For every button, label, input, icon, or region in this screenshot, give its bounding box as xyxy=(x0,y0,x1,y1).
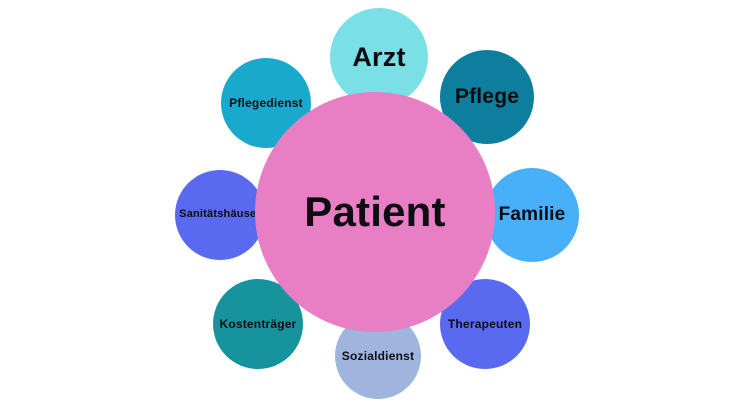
satellite-label-therapeuten: Therapeuten xyxy=(447,316,523,331)
satellite-label-kostentraeger: Kostenträger xyxy=(219,316,297,331)
satellite-label-pflege: Pflege xyxy=(454,84,520,108)
satellite-label-familie: Familie xyxy=(498,204,566,226)
satellite-node-kostentraeger: Kostenträger xyxy=(213,279,303,369)
satellite-label-pflegedienst: Pflegedienst xyxy=(229,95,303,110)
satellite-label-arzt: Arzt xyxy=(352,41,406,72)
center-label-patient: Patient xyxy=(304,187,446,235)
center-node-patient: Patient xyxy=(255,92,495,332)
satellite-label-sanitaetshaeuser: Sanitätshäuser xyxy=(179,208,261,221)
satellite-label-sozialdienst: Sozialdienst xyxy=(341,348,415,363)
satellite-node-familie: Familie xyxy=(485,168,579,262)
satellite-node-therapeuten: Therapeuten xyxy=(440,279,530,369)
satellite-node-arzt: Arzt xyxy=(330,8,428,106)
satellite-node-sanitaetshaeuser: Sanitätshäuser xyxy=(175,170,265,260)
